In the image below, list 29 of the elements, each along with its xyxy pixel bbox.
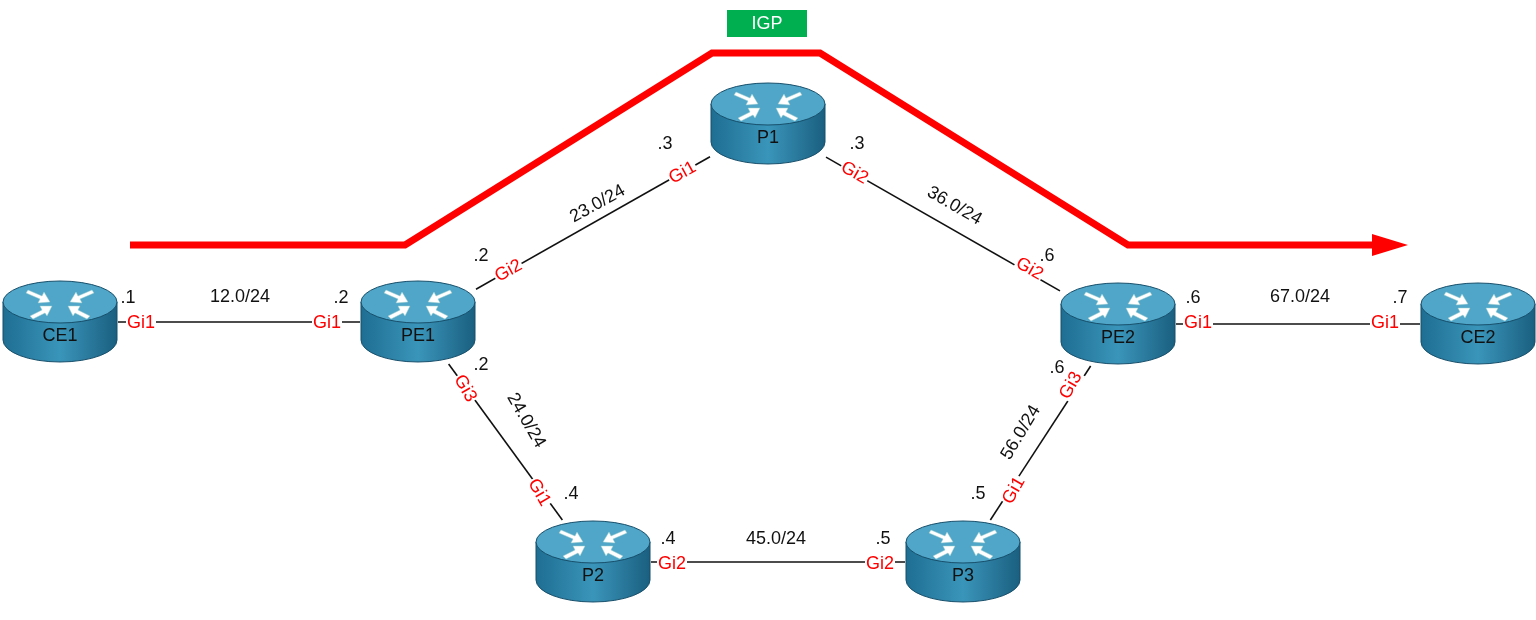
address-label: .3 [656,134,674,152]
address-label: .1 [119,288,137,306]
tag-label: IGP [727,10,807,37]
interface-label: Gi1 [126,313,156,331]
address-label: .3 [848,134,866,152]
router-label: CE2 [1459,328,1497,346]
router-label: CE1 [41,326,79,344]
address-label: .4 [659,529,677,547]
address-label: .4 [562,484,580,502]
address-label: .2 [472,355,490,373]
address-label: .5 [969,484,987,502]
interface-label: Gi1 [1370,313,1400,331]
address-label: .5 [874,529,892,547]
address-label: .2 [332,288,350,306]
edge-label: 67.0/24 [1268,287,1332,305]
edge-label: 12.0/24 [208,287,272,305]
interface-label: Gi1 [1183,313,1213,331]
router-label: PE2 [1100,328,1136,346]
interface-label: Gi1 [312,313,342,331]
address-label: .6 [1184,288,1202,306]
router-label: P2 [581,566,605,584]
interface-label: Gi2 [657,554,687,572]
router-label: PE1 [400,326,436,344]
router-label: P3 [951,566,975,584]
address-label: .2 [472,246,490,264]
interface-label: Gi2 [865,554,895,572]
edge-label: 45.0/24 [744,529,808,547]
router-label: P1 [756,128,780,146]
address-label: .7 [1391,288,1409,306]
